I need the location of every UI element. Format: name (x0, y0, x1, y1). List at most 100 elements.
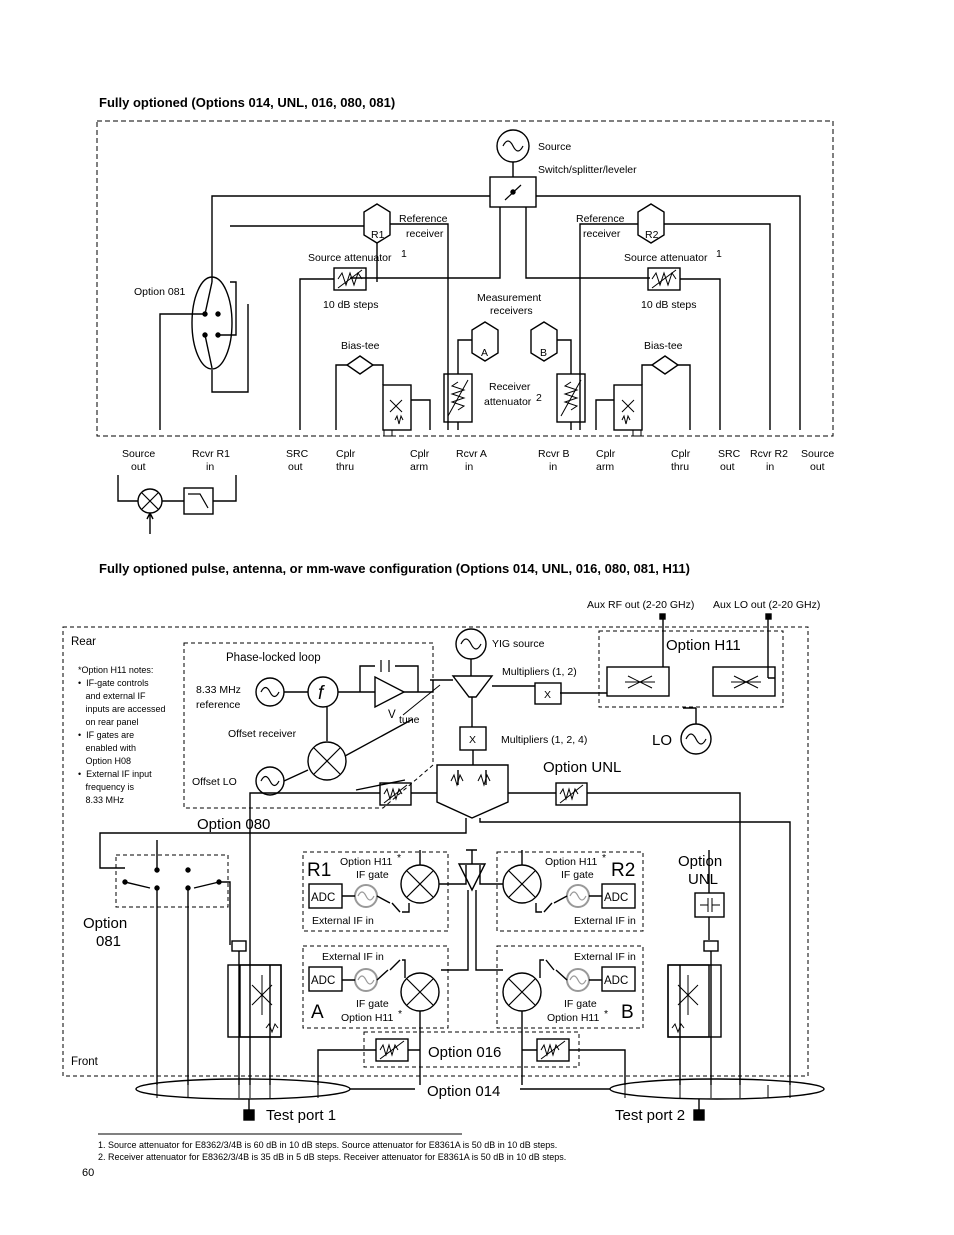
diagram-label: receivers (490, 305, 533, 317)
port-label: thru (336, 461, 354, 473)
diagram-label: A (311, 1002, 324, 1023)
diagram-label: Receiver (489, 381, 531, 393)
diagram-label: Option H08 (78, 756, 131, 766)
port-label: Source (801, 448, 834, 460)
diagram-label: Phase-locked loop (226, 652, 321, 664)
coupler-right (613, 384, 643, 431)
diagram-label: ADC (604, 975, 628, 987)
diagram-label: Reference (576, 213, 625, 225)
diagram-label: R1 (371, 229, 385, 241)
diagram-label: Option 080 (197, 816, 270, 833)
diagram-label: Bias-tee (644, 340, 683, 352)
diagram-label: IF gate (356, 998, 389, 1010)
port-label: SRC (286, 448, 309, 460)
port-label: Cplr (671, 448, 691, 460)
filter-icon (183, 487, 214, 515)
diagram-label: Test port 2 (615, 1107, 685, 1124)
diagram-label: inputs are accessed (78, 704, 166, 714)
diagram-label: enabled with (78, 743, 136, 753)
a-receiver-box (302, 945, 449, 1029)
port-label: in (206, 461, 214, 473)
port-label: arm (596, 461, 614, 473)
diagram2-boundary (62, 626, 809, 1077)
a-receiver (471, 321, 499, 362)
r2-receiver (637, 203, 665, 244)
offset-mixer (307, 741, 347, 781)
bias-tee-left (345, 355, 375, 375)
diagram-label: Option 081 (134, 286, 186, 298)
diagram-label: Multipliers (1, 2) (502, 666, 577, 678)
diagram-label: B (540, 347, 547, 359)
diagram-label: Source attenuator (308, 252, 392, 264)
port-label: Cplr (410, 448, 430, 460)
diagram-label: Aux LO out (2-20 GHz) (713, 599, 820, 611)
port-label: in (465, 461, 473, 473)
diagram-label: R1 (307, 860, 331, 881)
diagram-label: A (481, 347, 488, 359)
diagram-label: ADC (604, 892, 628, 904)
diagram-label: Rear (71, 636, 96, 648)
diagram-label: UNL (688, 871, 718, 888)
diagram-label: Reference (399, 213, 448, 225)
diagram-label: YIG source (492, 638, 545, 650)
diagram-label: Offset receiver (228, 728, 297, 740)
diagram-label: * (398, 1008, 402, 1020)
port-label: Rcvr R2 (750, 448, 788, 460)
diagram-label: * (397, 852, 401, 864)
diagram-label: receiver (406, 228, 444, 240)
diagram-label: Option (678, 853, 722, 870)
port-label: Rcvr A (456, 448, 487, 460)
diagram1-title: Fully optioned (Options 014, UNL, 016, 0… (99, 95, 396, 110)
diagram-label: V (388, 709, 396, 721)
diagram-label: B (621, 1002, 634, 1023)
diagram-label: *Option H11 notes: (78, 665, 153, 675)
diagram-label: Aux RF out (2-20 GHz) (587, 599, 694, 611)
diagram-label: Measurement (477, 292, 541, 304)
test-port-2-ellipse (609, 1078, 825, 1100)
diagram-label: IF gate (356, 869, 389, 881)
diagram1-port-labels: Source out Rcvr R1 in SRC out Cplr thru … (122, 448, 834, 473)
diagram-label: External IF in (574, 951, 636, 963)
diagram-label: ADC (311, 975, 335, 987)
footnotes: 1. Source attenuator for E8362/3/4B is 6… (98, 1139, 566, 1163)
port-label: SRC (718, 448, 741, 460)
diagram-label: 1 (716, 248, 722, 260)
port-label: in (766, 461, 774, 473)
diagram-label: 081 (96, 933, 121, 950)
diagram-label: X (469, 734, 476, 746)
diagram-label: receiver (583, 228, 621, 240)
port-label: Source (122, 448, 155, 460)
diagram-label: Option H11 (666, 637, 741, 654)
diagram2: Rear Front Aux RF out (2-20 GHz) Aux LO … (62, 599, 825, 1135)
diagram-label: Option 016 (428, 1044, 501, 1061)
diagram-label: Bias-tee (341, 340, 380, 352)
diagram-label: Front (71, 1056, 99, 1068)
diagram-label: R2 (611, 860, 635, 881)
port-label: out (720, 461, 735, 473)
diagram-label: Source attenuator (624, 252, 708, 264)
diagram-label: Option 014 (427, 1083, 500, 1100)
yig-splitter (451, 675, 494, 698)
diagram-label: frequency is (78, 782, 135, 792)
diagram-label: • External IF input (78, 769, 152, 779)
option-081-switch (191, 276, 233, 370)
port-label: Cplr (596, 448, 616, 460)
diagram-label: • IF gates are (78, 730, 134, 740)
diagram-label: Option UNL (543, 759, 621, 776)
r1-receiver-box (302, 851, 449, 932)
diagram-label: 10 dB steps (641, 299, 696, 311)
diagram-label: R2 (645, 229, 659, 241)
footnote-2: 2. Receiver attenuator for E8362/3/4B is… (98, 1152, 567, 1162)
port-label: Rcvr R1 (192, 448, 230, 460)
diagram-label: Option H11 (545, 856, 597, 868)
diagram-label: * (602, 852, 606, 864)
diagram-label: LO (652, 732, 672, 749)
diagram-label: Option (83, 915, 127, 932)
option-081-box (115, 854, 229, 908)
diagram-label: * (604, 1008, 608, 1020)
diagram-label: External IF in (322, 951, 384, 963)
port-label: Rcvr B (538, 448, 570, 460)
h11-notes: *Option H11 notes: • IF-gate controls an… (78, 665, 166, 805)
diagram1: Source Switch/splitter/leveler R1 Refere… (96, 120, 834, 534)
